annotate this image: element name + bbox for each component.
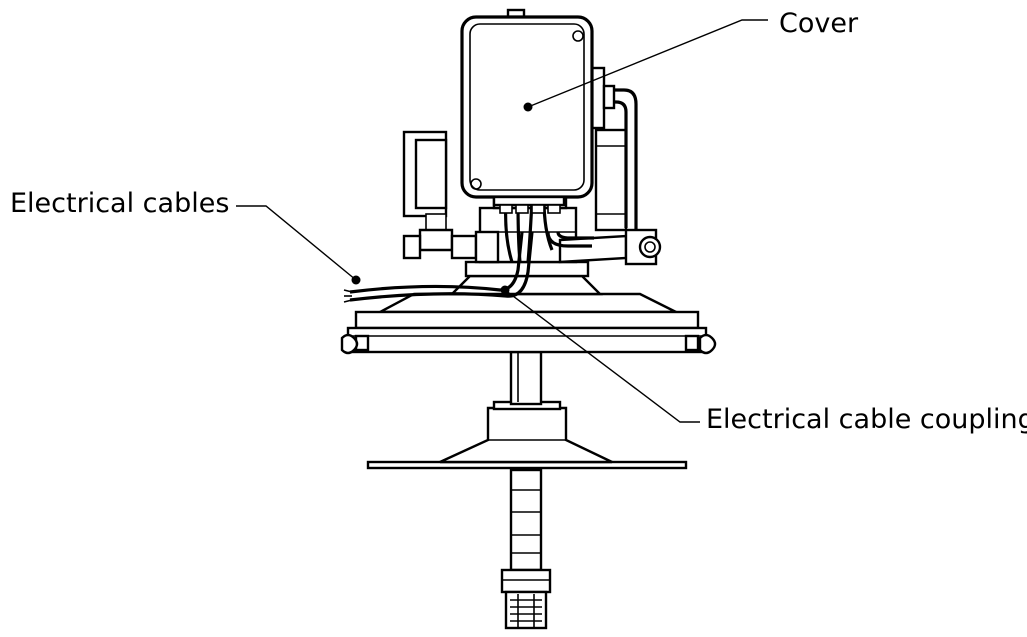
external-cable [343, 231, 534, 303]
cover-label: Cover [779, 8, 859, 39]
control-box-cover [460, 8, 594, 214]
leader-cable-coupling [500, 285, 700, 423]
lower-tube [500, 468, 552, 630]
pressure-gauge [402, 130, 500, 264]
mounting-flange [340, 292, 717, 355]
electrical-cable-coupling-label: Electrical cable coupling [706, 404, 1027, 435]
right-clamp [684, 333, 717, 355]
left-clamp [340, 333, 370, 355]
capacitor [594, 128, 628, 232]
leader-cover [523, 19, 768, 112]
leader-electrical-cables [236, 205, 361, 285]
electrical-cables-label: Electrical cables [10, 188, 230, 219]
lower-flange [366, 400, 688, 470]
middle-shaft [509, 350, 543, 406]
